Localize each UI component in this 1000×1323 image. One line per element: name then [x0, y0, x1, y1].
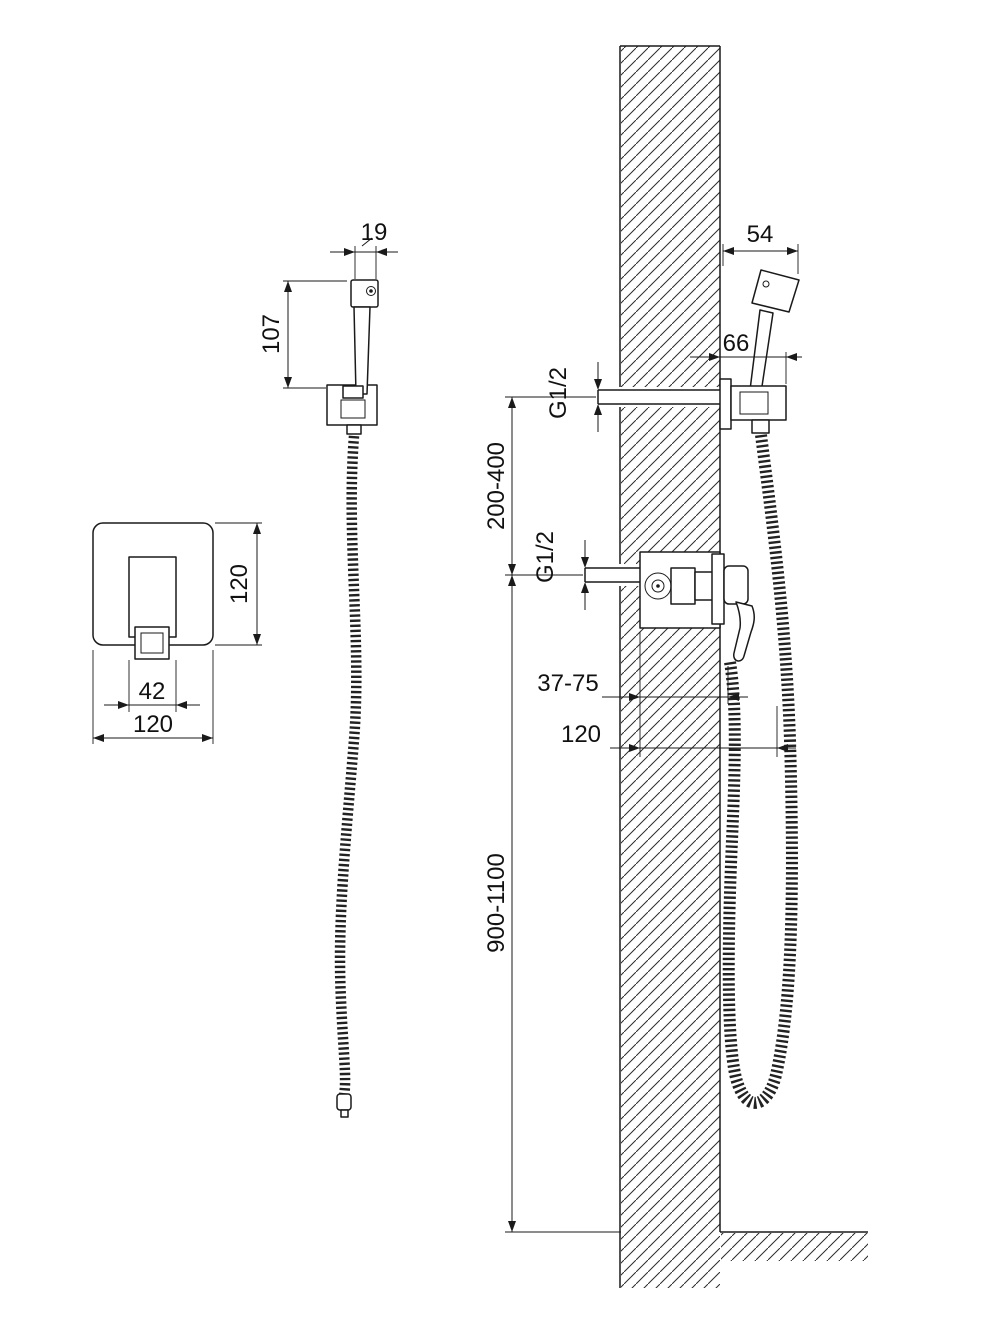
holder-wall-plate	[719, 378, 732, 430]
dim-handset-height: 107	[258, 314, 285, 354]
nozzle-ring	[366, 286, 376, 296]
dim-mixer-depth: 37-75	[537, 670, 598, 697]
wall-hatch	[621, 46, 720, 1288]
thread-label-mixer: G1/2	[532, 531, 559, 583]
mixer-inlet-center	[656, 584, 660, 588]
mixer-plate-front-view	[92, 522, 214, 660]
shower-handle-front	[353, 306, 371, 395]
thread-label-top: G1/2	[545, 367, 572, 419]
dim-plate-height: 120	[226, 564, 253, 604]
mixer-knob-inner	[140, 632, 164, 654]
hand-shower-front-view	[326, 279, 379, 435]
nozzle-dot-side	[762, 280, 770, 288]
holder-clamp-side	[739, 391, 769, 415]
hose-connector-top	[751, 419, 770, 434]
dimension-labels: 19 107 120 42 120 54 66 G1/2 200-400 G1/…	[133, 219, 773, 953]
dim-handle-width: 42	[139, 678, 166, 705]
wall-cutout-mixer-pipe	[612, 564, 642, 586]
hose-end-connector	[336, 1093, 352, 1111]
dim-mixer-offset: 120	[561, 721, 601, 748]
floor-hatch	[721, 1233, 868, 1261]
hose-end-tip	[340, 1109, 349, 1118]
shower-hose-side	[722, 434, 798, 1109]
mixer-handle-hub	[723, 565, 749, 605]
dim-holder-depth: 66	[723, 330, 750, 357]
dim-plate-width: 120	[133, 711, 173, 738]
mixer-inlet-inner	[651, 579, 665, 593]
holder-body-side	[730, 385, 787, 421]
bracket-hose-outlet	[346, 424, 362, 435]
bracket-inner	[340, 399, 366, 419]
mixer-knob-outer	[134, 626, 170, 660]
mixer-supply-pipe	[584, 567, 640, 583]
mixer-side-view	[639, 551, 755, 662]
dim-holder-to-mixer: 200-400	[483, 442, 510, 530]
shower-hose-front	[334, 435, 362, 1097]
mixer-handle-front	[128, 556, 177, 638]
wall-section	[619, 45, 868, 1288]
shower-head-front	[350, 279, 379, 308]
wall-cutout-top-pipe	[612, 387, 722, 407]
shower-handle-side	[749, 309, 774, 394]
dim-floor-to-mixer: 900-1100	[483, 853, 510, 953]
mixer-lever	[733, 601, 755, 662]
mixer-escutcheon	[711, 553, 725, 625]
dim-head-offset: 54	[747, 221, 774, 248]
mixer-cartridge	[670, 567, 696, 605]
dimension-lines	[92, 237, 802, 1233]
hand-shower-side-view	[719, 269, 800, 434]
shower-head-side	[751, 269, 800, 313]
bracket-clamp	[342, 385, 364, 399]
mixer-stem	[694, 571, 714, 601]
dim-handset-head-width: 19	[361, 219, 388, 246]
nozzle-dot	[369, 289, 373, 293]
top-supply-pipe	[597, 389, 720, 405]
